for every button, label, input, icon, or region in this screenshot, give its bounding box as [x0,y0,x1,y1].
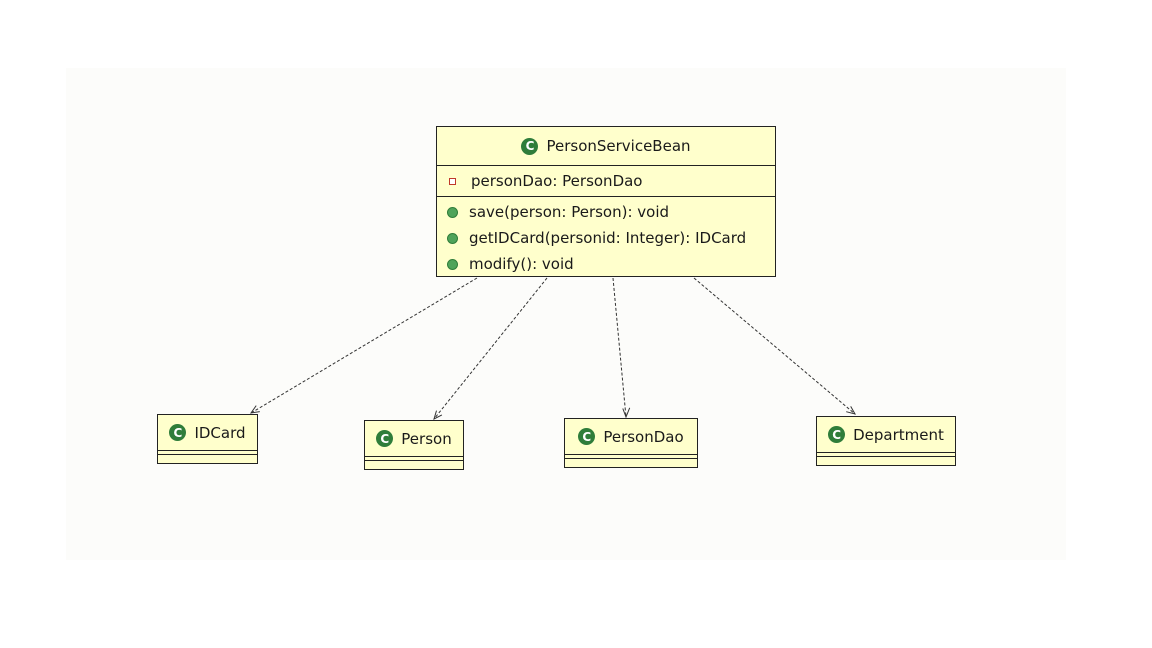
method-row: modify(): void [437,251,775,277]
public-visibility-icon [447,232,458,244]
methods-compartment [817,457,955,460]
methods-compartment: save(person: Person): void getIDCard(per… [437,197,775,279]
class-idcard[interactable]: C IDCard [157,414,258,464]
class-person[interactable]: C Person [364,420,464,470]
arrowhead-person [433,410,443,420]
class-icon: C [578,428,596,445]
class-header: C PersonDao [565,419,697,455]
method-text: save(person: Person): void [469,203,670,221]
class-persondao[interactable]: C PersonDao [564,418,698,468]
arrowhead-persondao [622,407,631,419]
class-header: C PersonServiceBean [437,127,775,166]
methods-compartment [158,455,257,458]
methods-compartment [365,461,463,464]
dependency-line-person [433,277,548,420]
class-personservicebean[interactable]: C PersonServiceBean personDao: PersonDao… [436,126,776,277]
class-icon: C [169,424,187,441]
class-icon: C [521,137,539,155]
dependency-line-department [693,277,856,415]
class-header: C Department [817,417,955,453]
public-visibility-icon [447,206,458,218]
arrowhead-department [846,406,857,415]
class-name: IDCard [194,423,246,442]
method-row: getIDCard(personid: Integer): IDCard [437,225,775,251]
attribute-row: personDao: PersonDao [437,169,775,193]
methods-compartment [565,459,697,462]
attributes-compartment [817,453,955,457]
class-icon: C [828,426,846,443]
public-visibility-icon [447,258,458,270]
class-name: Person [401,429,452,448]
class-department[interactable]: C Department [816,416,956,466]
arrowhead-idcard [249,405,260,414]
attributes-compartment [158,451,257,455]
class-header: C Person [365,421,463,457]
dependency-line-idcard [250,277,478,414]
method-row: save(person: Person): void [437,199,775,225]
method-text: getIDCard(personid: Integer): IDCard [469,229,747,247]
class-name: Department [853,425,944,444]
attribute-text: personDao: PersonDao [471,172,643,190]
attributes-compartment [565,455,697,459]
attributes-compartment [365,457,463,461]
attributes-compartment: personDao: PersonDao [437,166,775,197]
class-header: C IDCard [158,415,257,451]
dependency-line-persondao [612,277,627,418]
class-icon: C [376,430,394,447]
class-name: PersonServiceBean [546,137,691,155]
class-name: PersonDao [603,427,684,446]
private-visibility-icon [449,177,456,185]
method-text: modify(): void [469,255,574,273]
